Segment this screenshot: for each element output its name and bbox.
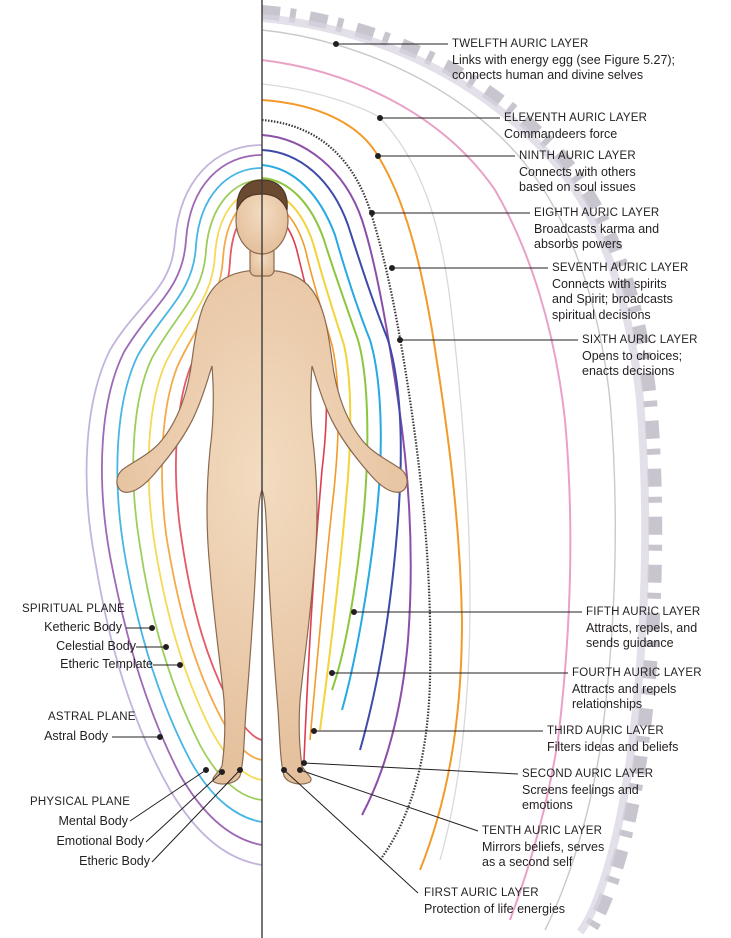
label-eleventh-layer: ELEVENTH AURIC LAYER Commandeers force [504,111,647,142]
layer-desc: emotions [522,798,653,814]
layer-desc: Links with energy egg (see Figure 5.27); [452,53,675,69]
layer-desc: and Spirit; broadcasts [552,292,689,308]
layer-title: FOURTH AURIC LAYER [572,666,702,682]
layer-desc: Attracts and repels [572,682,702,698]
layer-title: FIFTH AURIC LAYER [586,605,700,621]
layer-desc: sends guidance [586,636,700,652]
layer-title: EIGHTH AURIC LAYER [534,206,659,222]
layer-desc: Attracts, repels, and [586,621,700,637]
label-seventh-layer: SEVENTH AURIC LAYER Connects with spirit… [552,261,689,323]
label-ninth-layer: NINTH AURIC LAYER Connects with others b… [519,149,636,196]
layer-desc: Opens to choices; [582,349,698,365]
layer-desc: connects human and divine selves [452,68,675,84]
label-eighth-layer: EIGHTH AURIC LAYER Broadcasts karma and … [534,206,659,253]
layer-title: FIRST AURIC LAYER [424,886,565,902]
body-label-emotional: Emotional Body [56,834,144,848]
layer-desc: Mirrors beliefs, serves [482,840,604,856]
layer-desc: based on soul issues [519,180,636,196]
layer-title: TWELFTH AURIC LAYER [452,37,675,53]
layer-desc: spiritual decisions [552,308,689,324]
body-label-ketheric: Ketheric Body [44,620,122,634]
label-fourth-layer: FOURTH AURIC LAYER Attracts and repels r… [572,666,702,713]
layer-title: SEVENTH AURIC LAYER [552,261,689,277]
spiritual-plane-title: SPIRITUAL PLANE [22,603,125,615]
layer-desc: Connects with spirits [552,277,689,293]
label-third-layer: THIRD AURIC LAYER Filters ideas and beli… [547,724,678,755]
layer-title: SECOND AURIC LAYER [522,767,653,783]
layer-title: NINTH AURIC LAYER [519,149,636,165]
body-label-mental: Mental Body [59,814,128,828]
layer-desc: Commandeers force [504,127,647,143]
body-label-etheric: Etheric Body [79,854,150,868]
label-tenth-layer: TENTH AURIC LAYER Mirrors beliefs, serve… [482,824,604,871]
layer-title: ELEVENTH AURIC LAYER [504,111,647,127]
layer-desc: relationships [572,697,702,713]
label-second-layer: SECOND AURIC LAYER Screens feelings and … [522,767,653,814]
layer-title: TENTH AURIC LAYER [482,824,604,840]
physical-plane-title: PHYSICAL PLANE [30,796,130,808]
layer-desc: Screens feelings and [522,783,653,799]
astral-plane-title: ASTRAL PLANE [48,711,136,723]
layer-desc: Connects with others [519,165,636,181]
label-sixth-layer: SIXTH AURIC LAYER Opens to choices; enac… [582,333,698,380]
body-label-etheric-template: Etheric Template [60,657,153,671]
layer-desc: as a second self [482,855,604,871]
layer-desc: Protection of life energies [424,902,565,918]
body-label-celestial: Celestial Body [56,639,136,653]
label-fifth-layer: FIFTH AURIC LAYER Attracts, repels, and … [586,605,700,652]
layer-desc: absorbs powers [534,237,659,253]
layer-desc: Filters ideas and beliefs [547,740,678,756]
body-label-astral: Astral Body [44,729,108,743]
layer-title: THIRD AURIC LAYER [547,724,678,740]
label-twelfth-layer: TWELFTH AURIC LAYER Links with energy eg… [452,37,675,84]
layer-desc: enacts decisions [582,364,698,380]
layer-desc: Broadcasts karma and [534,222,659,238]
layer-title: SIXTH AURIC LAYER [582,333,698,349]
label-first-layer: FIRST AURIC LAYER Protection of life ene… [424,886,565,917]
